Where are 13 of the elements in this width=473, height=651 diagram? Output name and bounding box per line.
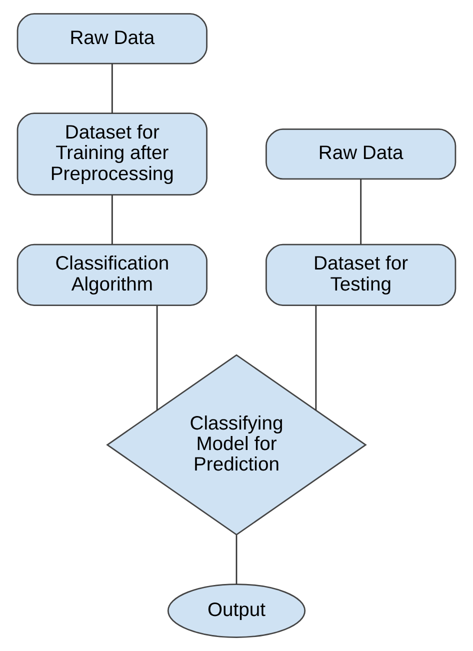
node-box: Raw Data [16,13,208,64]
node-diamond: Classifying Model for Prediction [106,354,367,536]
node-box: Dataset for Testing [266,244,456,306]
node-box: Dataset for Training after Preprocessing [16,112,208,196]
connector [236,535,238,584]
connector [360,179,362,244]
node-box: Classification Algorithm [16,244,208,306]
connector [156,306,158,410]
node-box: Raw Data [266,128,456,180]
connector [111,194,113,244]
node-ellipse: Output [167,584,306,638]
connector [111,64,113,114]
connector [315,306,317,410]
